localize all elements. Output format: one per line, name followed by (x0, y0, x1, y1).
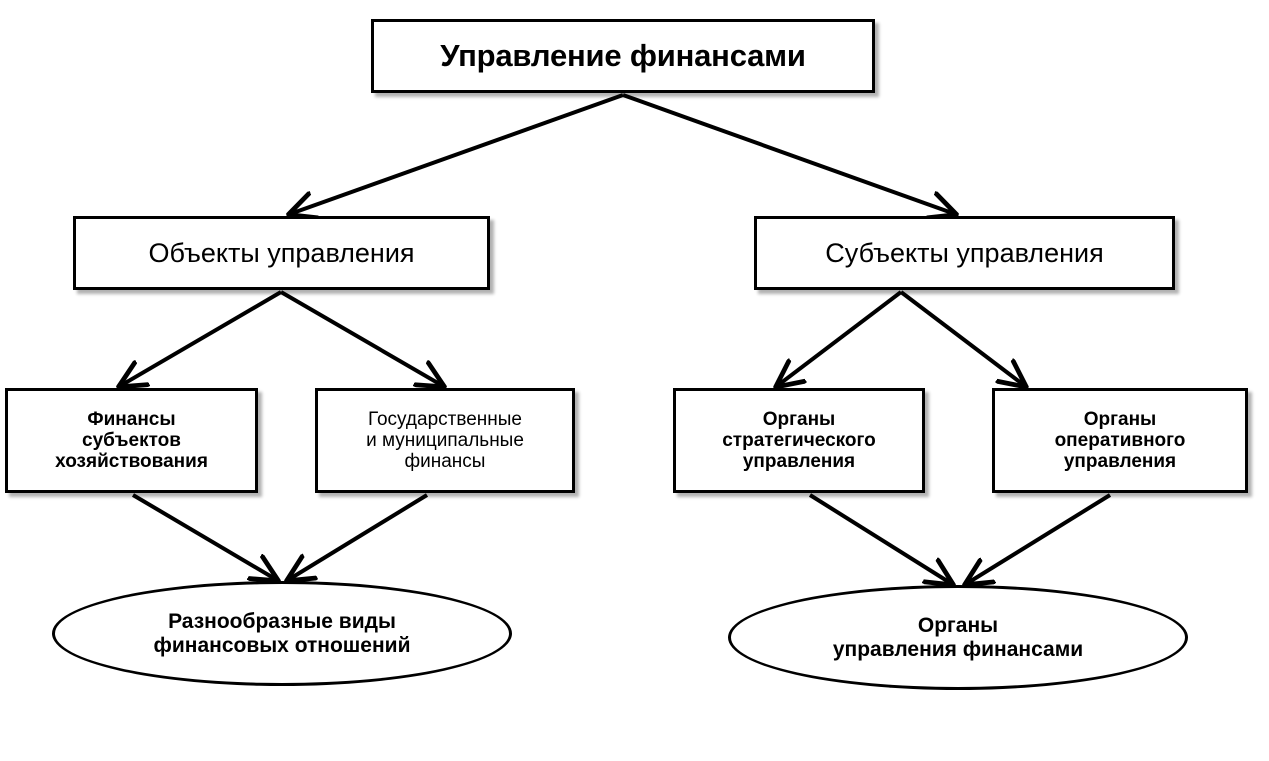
node-label: Органы оперативного управления (1054, 408, 1186, 473)
edge-subjects-to-strategic-bodies (777, 290, 903, 386)
edge-root-to-subjects (622, 93, 955, 214)
node-organy-operativnogo-upravleniya[interactable]: Органы оперативного управления (992, 388, 1248, 493)
node-obekty-upravleniya[interactable]: Объекты управления (73, 216, 490, 290)
edge-strategic-bodies-to-finance-bodies (808, 493, 952, 584)
node-organy-strategicheskogo-upravleniya[interactable]: Органы стратегического управления (673, 388, 925, 493)
node-label: Разнообразные виды финансовых отношений (153, 609, 411, 657)
edge-objects-to-public-finance (279, 290, 443, 386)
node-label: Субъекты управления (825, 237, 1104, 268)
edge-root-to-objects (290, 93, 624, 214)
edge-operational-bodies-to-finance-bodies (966, 493, 1112, 584)
node-label: Объекты управления (148, 237, 415, 268)
node-label: Управление финансами (440, 37, 806, 73)
node-label: Органы стратегического управления (722, 408, 876, 473)
edge-public-finance-to-relations (288, 493, 429, 580)
node-gosudarstvennye-i-municipalnye-finansy[interactable]: Государственные и муниципальные финансы (315, 388, 575, 493)
node-raznoobraznye-vidy-finansovyh-otnosheniy[interactable]: Разнообразные виды финансовых отношений (52, 581, 512, 686)
node-label: Органы управления финансами (832, 613, 1084, 661)
node-finansy-subektov-hozyaystvovaniya[interactable]: Финансы субъектов хозяйствования (5, 388, 258, 493)
edge-subjects-to-operational-bodies (899, 290, 1025, 386)
node-subekty-upravleniya[interactable]: Субъекты управления (754, 216, 1175, 290)
node-organy-upravleniya-finansami[interactable]: Органы управления финансами (728, 585, 1188, 690)
edge-objects-to-entity-finance (120, 290, 283, 386)
edge-entity-finance-to-relations (131, 493, 277, 580)
node-upravlenie-finansami[interactable]: Управление финансами (371, 19, 875, 93)
node-label: Финансы субъектов хозяйствования (55, 408, 208, 473)
node-label: Государственные и муниципальные финансы (366, 408, 524, 473)
